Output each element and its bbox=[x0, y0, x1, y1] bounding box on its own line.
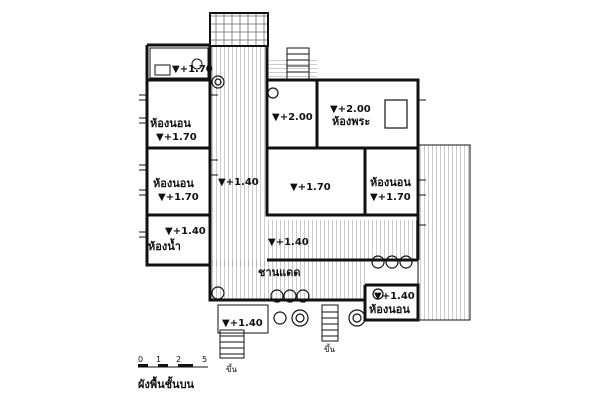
scale-bar: 0 1 2 5 bbox=[138, 355, 208, 368]
plan-caption: ผังพื้นชั้นบน bbox=[138, 376, 195, 391]
level-room-top-center: ▼+2.00 bbox=[330, 104, 371, 115]
stair-left bbox=[219, 329, 245, 359]
bathtub bbox=[154, 64, 171, 76]
level-bedroom-bottom-right: ▼+1.40 bbox=[374, 291, 415, 302]
scale-tick-5: 5 bbox=[202, 355, 207, 364]
room-label-toilet: ห้องน้ำ bbox=[148, 238, 181, 253]
room-label-room-top-center: ห้องพระ bbox=[332, 115, 370, 128]
top-tank bbox=[209, 12, 269, 47]
top-stair-area bbox=[267, 60, 317, 80]
stair-top bbox=[286, 47, 310, 81]
room-label-bedroom-middle-left: ห้องนอน bbox=[153, 177, 194, 190]
room-label-bedroom-upper-left: ห้องนอน bbox=[150, 117, 191, 130]
top-toilet bbox=[149, 47, 209, 79]
stair-label-left: ขึ้น bbox=[226, 363, 237, 374]
level-bedroom-middle-left: ▼+1.70 bbox=[158, 192, 199, 203]
level-top-room-left: ▼+2.00 bbox=[272, 112, 313, 123]
level-living: ▼+1.70 bbox=[290, 182, 331, 193]
planters bbox=[211, 75, 413, 327]
scale-tick-2: 2 bbox=[176, 355, 181, 364]
central-corridor bbox=[210, 46, 267, 266]
room-label-bedroom-bottom-right: ห้องนอน bbox=[369, 303, 410, 316]
level-corridor: ▼+1.40 bbox=[218, 177, 259, 188]
level-entry: ▼+1.40 bbox=[222, 318, 263, 329]
right-terrace bbox=[417, 144, 471, 321]
scale-tick-1: 1 bbox=[156, 355, 161, 364]
level-bedroom-right: ▼+1.70 bbox=[370, 192, 411, 203]
veranda-area bbox=[210, 260, 365, 300]
entry-landing bbox=[217, 304, 269, 334]
level-corridor-lower: ▼+1.40 bbox=[268, 237, 309, 248]
window-marks bbox=[139, 94, 426, 238]
shrine-cabinet bbox=[384, 99, 408, 129]
stair-center bbox=[321, 304, 339, 342]
toilet-fixture bbox=[191, 58, 203, 70]
level-toilet: ▼+1.40 bbox=[165, 226, 206, 237]
stair-label-center: ขึ้น bbox=[324, 343, 335, 354]
corridor-horizontal bbox=[267, 220, 417, 260]
walls bbox=[145, 43, 420, 322]
level-top-toilet: ▼+1.70 bbox=[172, 64, 213, 75]
room-label-veranda: ชานแดด bbox=[258, 266, 301, 279]
room-label-bedroom-right: ห้องนอน bbox=[370, 176, 411, 189]
level-bedroom-upper-left: ▼+1.70 bbox=[156, 132, 197, 143]
scale-tick-0: 0 bbox=[138, 355, 143, 364]
